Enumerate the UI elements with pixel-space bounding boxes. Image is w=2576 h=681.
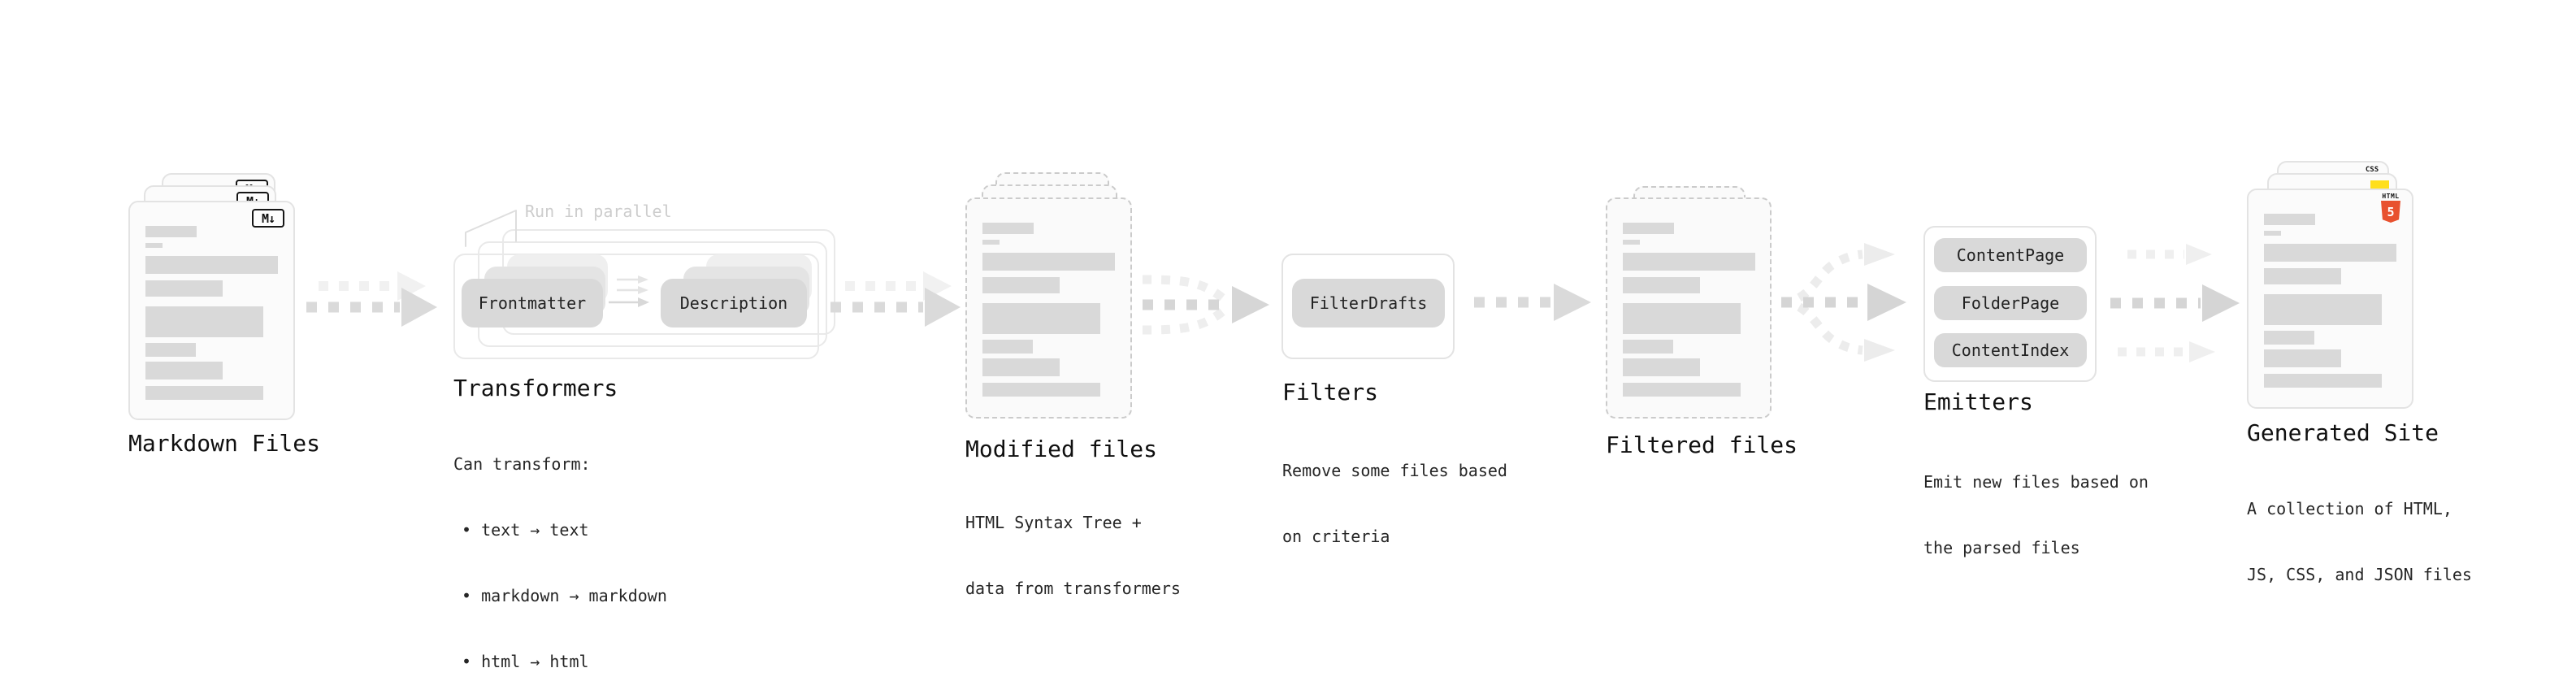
text-line-bar (982, 277, 1060, 293)
description-line: JS, CSS, and JSON files (2247, 565, 2472, 584)
description-line: Remove some files based (1282, 461, 1507, 480)
text-line-bar (1623, 223, 1674, 234)
text-line-bar (1623, 340, 1673, 354)
converging-arrow-icon (1142, 275, 1269, 335)
filtered-files-label: Filtered files (1606, 432, 1798, 458)
text-line-bar (145, 306, 263, 337)
triple-arrow-icon (2110, 244, 2240, 362)
html5-icon: HTML 5 (2380, 193, 2401, 223)
placeholder-text-lines (1623, 223, 1755, 397)
generated-site-label: Generated Site (2247, 419, 2439, 446)
filter-pill-filterdrafts: FilterDrafts (1292, 279, 1445, 327)
generated-site-description: A collection of HTML, JS, CSS, and JSON … (2247, 454, 2472, 630)
text-line-bar (145, 226, 197, 237)
placeholder-text-lines (2264, 214, 2396, 388)
filters-label: Filters (1282, 379, 1379, 406)
transform-bullet: • text → text (462, 520, 589, 540)
placeholder-text-lines (145, 226, 278, 400)
text-line-bar (1623, 303, 1741, 334)
text-line-bar (2264, 294, 2382, 325)
flow-arrow-icon (830, 271, 961, 327)
html-file-card: HTML 5 (2247, 189, 2413, 409)
markdown-files-label: Markdown Files (128, 430, 321, 457)
flow-arrow-icon (1474, 284, 1591, 321)
diverging-arrow-icon (1780, 243, 1906, 362)
run-in-parallel-annotation: Run in parallel (525, 202, 672, 221)
emitters-description: Emit new files based on the parsed files (1923, 427, 2149, 603)
parallel-arrows-icon (609, 275, 649, 307)
text-line-bar (982, 223, 1034, 234)
html5-number: 5 (2387, 204, 2395, 219)
placeholder-text-lines (982, 223, 1115, 397)
transform-bullet: • markdown → markdown (462, 586, 667, 605)
emitter-pill-folderpage: FolderPage (1934, 286, 2087, 320)
text-line-bar (1623, 383, 1741, 397)
markdown-file-card-front: M↓ (128, 201, 295, 420)
text-line-bar (1623, 240, 1640, 245)
markdown-icon: M↓ (252, 209, 284, 228)
transformer-pill-frontmatter: Frontmatter (462, 279, 603, 327)
text-line-bar (2264, 244, 2396, 262)
modified-file-card-front (965, 197, 1132, 419)
text-line-bar (982, 240, 1000, 245)
text-line-bar (145, 243, 163, 248)
text-line-bar (982, 358, 1060, 376)
annotation-leader-line (465, 210, 517, 247)
filtered-file-card-front (1606, 197, 1772, 419)
text-line-bar (1623, 358, 1700, 376)
text-line-bar (982, 340, 1033, 354)
emitters-label: Emitters (1923, 388, 2033, 415)
text-line-bar (2264, 214, 2315, 225)
text-line-bar (2264, 331, 2314, 345)
text-line-bar (2264, 374, 2382, 388)
flow-arrow-icon (306, 271, 437, 327)
emitter-pill-contentindex: ContentIndex (1934, 333, 2087, 367)
description-line: A collection of HTML, (2247, 499, 2452, 518)
text-line-bar (1623, 253, 1755, 271)
description-line: Emit new files based on (1923, 472, 2149, 492)
text-line-bar (1623, 277, 1700, 293)
transformers-label: Transformers (453, 375, 618, 401)
html5-word: HTML (2382, 193, 2400, 200)
text-line-bar (145, 280, 223, 297)
text-line-bar (2264, 268, 2341, 284)
description-line: data from transformers (965, 579, 1181, 598)
text-line-bar (2264, 231, 2281, 236)
can-transform-heading: Can transform: (453, 454, 591, 474)
text-line-bar (145, 343, 196, 357)
description-line: on criteria (1282, 527, 1390, 546)
text-line-bar (982, 303, 1100, 334)
js-icon (2370, 180, 2389, 191)
text-line-bar (2264, 349, 2341, 367)
description-line: HTML Syntax Tree + (965, 513, 1142, 532)
transformers-description: Can transform: • text → text • markdown … (453, 410, 667, 681)
transformer-box-front (453, 254, 819, 359)
transform-bullet: • html → html (462, 652, 589, 671)
emitter-pill-contentpage: ContentPage (1934, 238, 2087, 272)
filters-description: Remove some files based on criteria (1282, 416, 1507, 592)
text-line-bar (145, 362, 223, 380)
text-line-bar (145, 256, 278, 274)
description-line: the parsed files (1923, 538, 2080, 557)
modified-files-label: Modified files (965, 436, 1158, 462)
text-line-bar (982, 383, 1100, 397)
text-line-bar (982, 253, 1115, 271)
text-line-bar (145, 386, 263, 400)
transformer-pill-description: Description (661, 279, 807, 327)
modified-files-description: HTML Syntax Tree + data from transformer… (965, 468, 1181, 644)
